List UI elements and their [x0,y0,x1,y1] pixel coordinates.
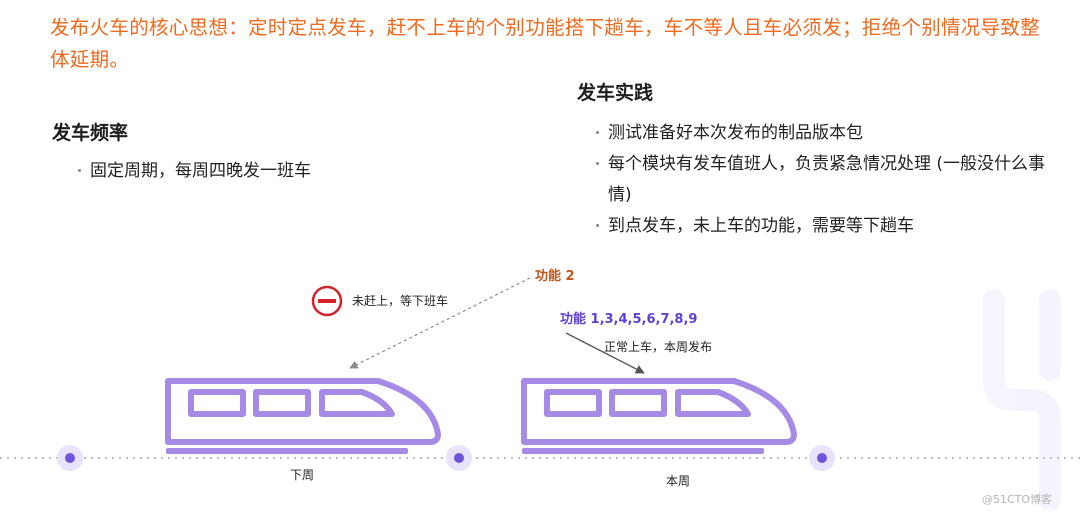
boarded-note: 正常上车，本周发布 [604,339,712,354]
logo-watermark-graphic [983,289,1061,511]
feature-late-label: 功能 2 [535,268,575,284]
boarded-arrow [565,332,645,374]
feature-on-time-label: 功能 1,3,4,5,6,7,8,9 [560,311,697,327]
practice-item: 测试准备好本次发布的制品版本包 [594,118,1064,149]
next-week-label: 下周 [290,468,314,482]
train-icon [521,378,797,445]
practice-item: 到点发车，未上车的功能，需要等下趟车 [594,211,1064,242]
missed-note: 未赶上，等下班车 [352,293,448,308]
train-rail [522,448,764,454]
frequency-item: 固定周期，每周四晚发一班车 [76,156,516,187]
practice-list: 测试准备好本次发布的制品版本包 每个模块有发车值班人，负责紧急情况处理 (一般没… [594,118,1064,242]
frequency-list: 固定周期，每周四晚发一班车 [76,156,516,187]
timeline-node [809,445,835,471]
timeline-node [446,445,472,471]
practice-item: 每个模块有发车值班人，负责紧急情况处理 (一般没什么事情) [594,149,1064,211]
timeline-node [57,445,83,471]
watermark: @51CTO博客 [982,493,1053,506]
practice-title: 发车实践 [577,82,654,104]
train-icon [165,378,441,445]
train-rail [166,448,408,454]
this-week-label: 本周 [666,474,690,488]
no-entry-icon [311,285,343,317]
headline: 发布火车的核心思想：定时定点发车，赶不上车的个别功能搭下趟车，车不等人且车必须发… [50,16,1041,71]
missed-arrow [349,277,531,369]
frequency-title: 发车频率 [52,122,129,144]
